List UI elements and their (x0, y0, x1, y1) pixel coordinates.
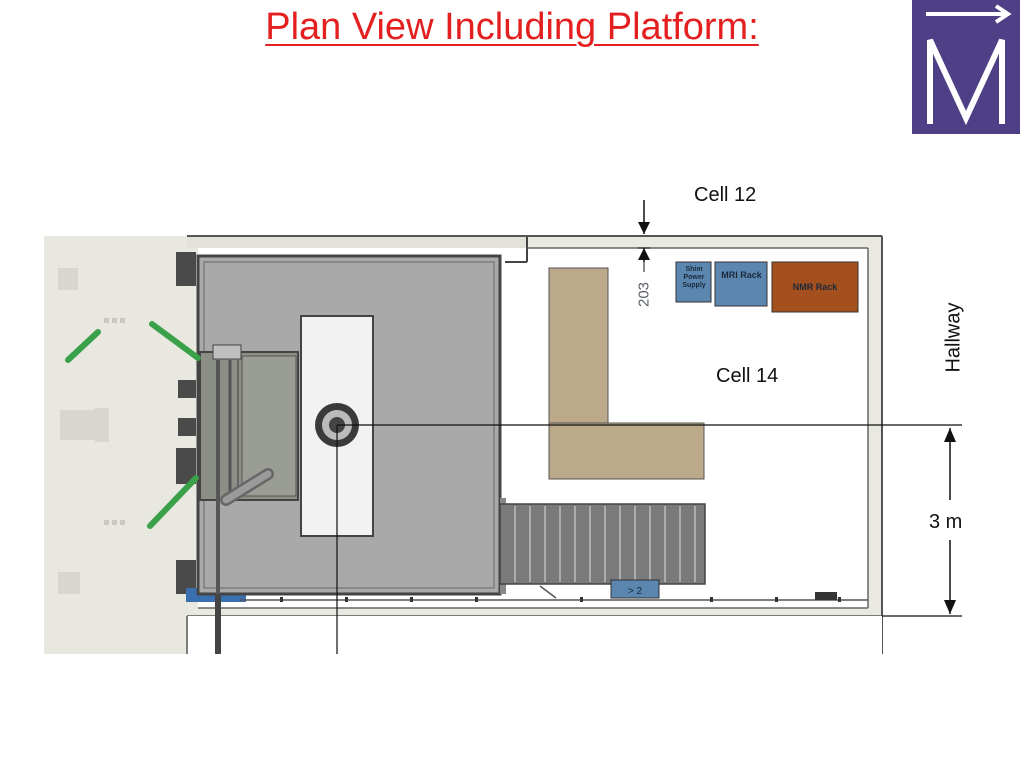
mri-rack-label: MRI Rack (721, 270, 762, 280)
shim-rack-label: Shim Power Supply (682, 266, 706, 289)
logo (912, 0, 1020, 134)
mri-rack (714, 261, 768, 307)
hallway-label: Hallway (942, 302, 965, 373)
green-support-arms (65, 321, 201, 529)
stairs (499, 503, 706, 585)
floor-box (610, 579, 660, 599)
bench (548, 267, 705, 480)
shim-power-supply-rack (675, 261, 712, 303)
dimension-203-label: 203 (635, 281, 653, 308)
cell12-label: Cell 12 (694, 184, 757, 206)
page-title: Plan View Including Platform: (265, 6, 759, 48)
nmr-rack (771, 261, 859, 313)
cell14-label: Cell 14 (716, 365, 779, 387)
distance-label: 3 m (929, 511, 963, 533)
nmr-rack-label: NMR Rack (792, 282, 838, 292)
svg-text:> 2: > 2 (628, 586, 643, 597)
logo-m-icon (926, 4, 1012, 126)
